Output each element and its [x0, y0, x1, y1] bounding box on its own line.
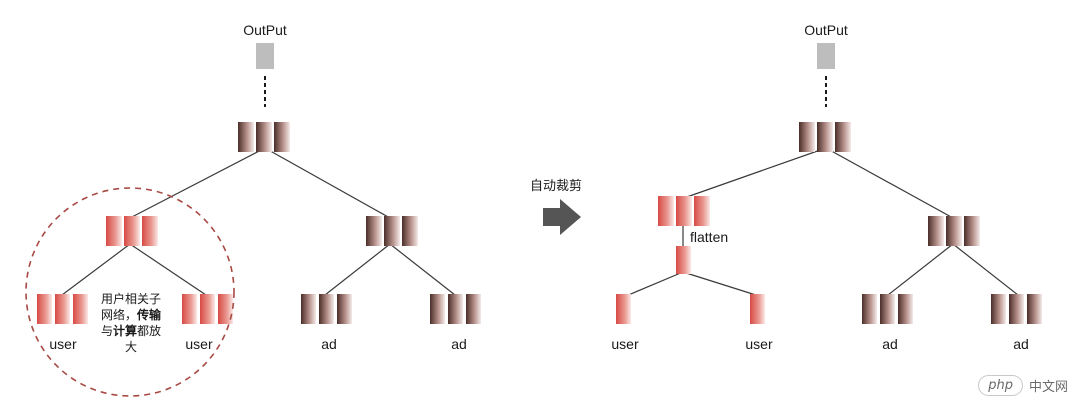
left-leaf-label-user-1: user	[49, 336, 77, 352]
right-output-label: OutPut	[804, 22, 848, 38]
right-leaf-label-user-2: user	[745, 336, 773, 352]
left-root-node	[238, 122, 290, 152]
watermark-text: 中文网	[1028, 379, 1068, 395]
right-ad-leaf-1	[862, 294, 913, 324]
right-ad-group-node	[928, 216, 980, 246]
edge-left-ad-group-to-ad1	[324, 243, 391, 296]
watermark-logo: php	[978, 374, 1023, 396]
edge-right-ad-group-to-ad1	[887, 243, 954, 296]
edge-right-flatten-to-user2	[682, 271, 760, 297]
pruning-transition: 自动裁剪	[530, 178, 582, 235]
annotation-line-3: 与计算都放	[101, 323, 161, 338]
left-leaf-label-user-2: user	[185, 336, 213, 352]
left-ad-leaf-2	[430, 294, 481, 324]
right-user-group-node	[658, 196, 710, 226]
left-ad-group-node	[366, 216, 418, 246]
right-arrow-icon	[543, 199, 581, 235]
right-root-node	[799, 122, 851, 152]
site-watermark: php 中文网	[978, 370, 1068, 400]
right-leaf-label-ad-2: ad	[1013, 336, 1029, 352]
edge-right-root-to-user-group	[683, 147, 827, 199]
right-output-block	[817, 43, 835, 69]
right-user-leaf-1	[616, 294, 631, 324]
right-flatten-node	[676, 246, 691, 274]
edge-right-flatten-to-user1	[625, 271, 684, 297]
annotation-line-1: 用户相关子	[101, 291, 161, 306]
edge-left-user-group-to-user2	[129, 243, 207, 296]
edge-right-ad-group-to-ad2	[952, 243, 1019, 296]
right-tree: OutPut flatten	[611, 22, 1042, 352]
left-ad-leaf-1	[301, 294, 352, 324]
left-user-group-node	[106, 216, 158, 246]
left-user-leaf-2	[182, 294, 233, 324]
left-output-block	[256, 43, 274, 69]
flatten-label: flatten	[690, 229, 728, 245]
user-subnetwork-highlight-circle	[25, 187, 235, 397]
right-leaf-label-user-1: user	[611, 336, 639, 352]
left-user-leaf-1	[37, 294, 88, 324]
left-tree: OutPut	[25, 22, 481, 397]
left-leaf-label-ad-2: ad	[451, 336, 467, 352]
edge-right-root-to-ad-group	[825, 147, 954, 219]
edge-left-root-to-ad-group	[264, 147, 391, 219]
left-leaf-label-ad-1: ad	[321, 336, 337, 352]
user-subnetwork-annotation: 用户相关子 网络，传输 与计算都放 大	[101, 291, 162, 354]
annotation-line-2: 网络，传输	[101, 307, 162, 322]
right-ad-leaf-2	[991, 294, 1042, 324]
edge-left-ad-group-to-ad2	[389, 243, 456, 296]
left-output-label: OutPut	[243, 22, 287, 38]
transition-label: 自动裁剪	[530, 178, 582, 194]
edge-left-user-group-to-user1	[61, 243, 131, 296]
edge-left-root-to-user-group	[129, 147, 266, 219]
annotation-line-4: 大	[125, 340, 137, 354]
right-user-leaf-2	[750, 294, 765, 324]
right-leaf-label-ad-1: ad	[882, 336, 898, 352]
